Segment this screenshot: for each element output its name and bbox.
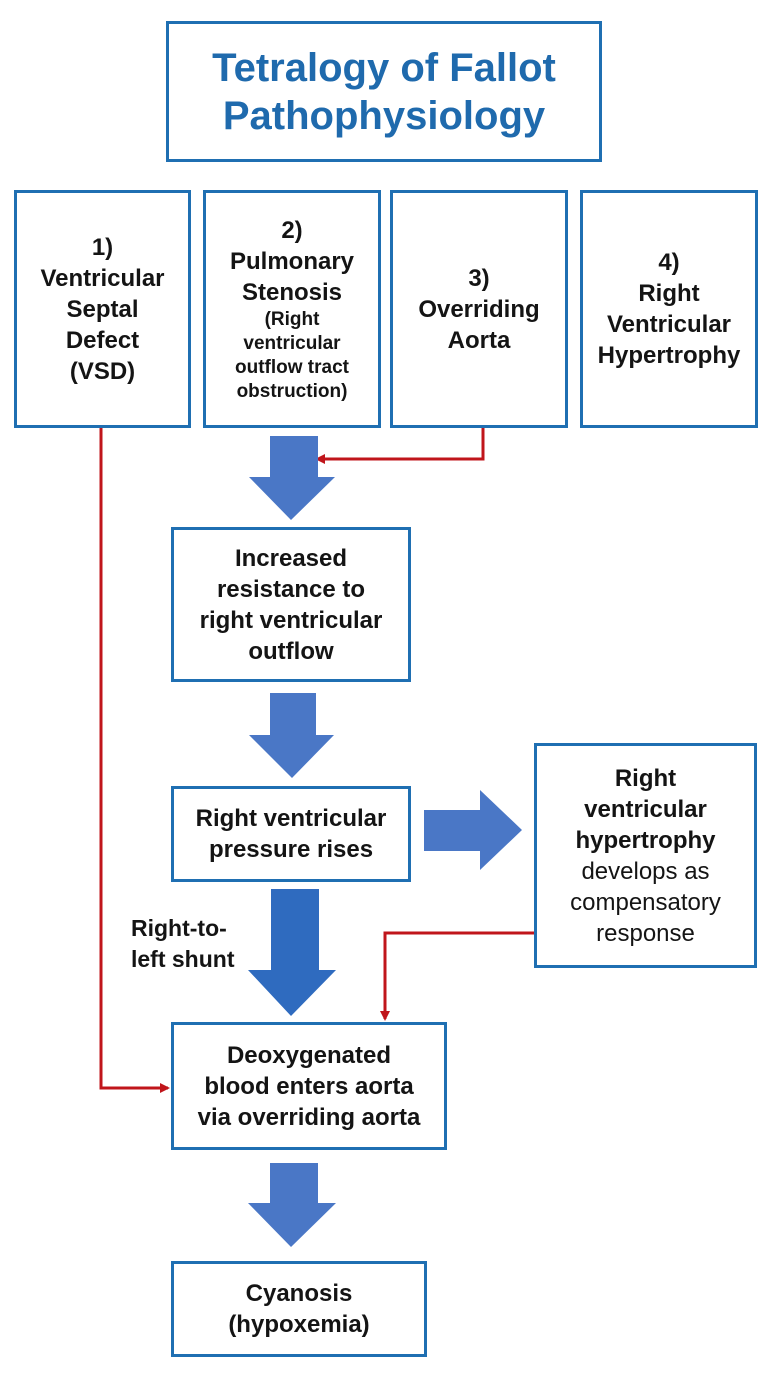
defect-label-line: Aorta bbox=[447, 326, 511, 354]
shunt-label-line: left shunt bbox=[131, 946, 235, 972]
flow-line: outflow bbox=[248, 637, 334, 665]
defect-label-line: Right bbox=[638, 280, 700, 307]
shunt-label-line: Right-to- bbox=[131, 915, 227, 941]
increased-resistance-box: Increased resistance to right ventricula… bbox=[171, 527, 411, 682]
right-to-left-shunt-label: Right-to- left shunt bbox=[131, 913, 235, 975]
deoxygenated-blood-box: Deoxygenated blood enters aorta via over… bbox=[171, 1022, 447, 1150]
defect-label-line: Overriding bbox=[418, 295, 540, 323]
flow-line: response bbox=[596, 919, 695, 947]
flow-line: Increased bbox=[234, 544, 348, 572]
defect-label-line: Ventricular bbox=[40, 264, 165, 292]
flow-line: (hypoxemia) bbox=[228, 1311, 370, 1338]
aorta-to-arrow-connector bbox=[315, 428, 485, 464]
flow-line: hypertrophy bbox=[575, 826, 716, 854]
defect-sub-line: (Right bbox=[264, 308, 320, 330]
defect-sub-line: ventricular bbox=[243, 332, 341, 354]
flow-line: compensatory bbox=[570, 888, 721, 916]
defect-number: 3) bbox=[468, 264, 490, 292]
defect-label-line: (VSD) bbox=[69, 357, 136, 385]
defect-vsd-box: 1) Ventricular Septal Defect (VSD) bbox=[14, 190, 191, 428]
defect-label-line: Hypertrophy bbox=[597, 342, 741, 369]
flow-line: Deoxygenated bbox=[226, 1041, 392, 1069]
defect-label-line: Stenosis bbox=[241, 278, 343, 306]
flow-line: develops as bbox=[581, 857, 710, 885]
hypertrophy-to-deoxygenated-connector bbox=[380, 931, 534, 1021]
defect-overriding-aorta-box: 3) Overriding Aorta bbox=[390, 190, 568, 428]
flow-line: blood enters aorta bbox=[204, 1072, 414, 1100]
flow-line: Cyanosis bbox=[245, 1280, 353, 1307]
title-line-2: Pathophysiology bbox=[222, 93, 546, 138]
defect-number: 4) bbox=[658, 249, 680, 276]
defect-number: 2) bbox=[281, 216, 303, 244]
defect-label-line: Septal bbox=[66, 295, 139, 323]
vsd-to-deoxygenated-connector bbox=[99, 428, 170, 1093]
flow-line: via overriding aorta bbox=[197, 1103, 421, 1131]
down-arrow-2 bbox=[249, 693, 334, 778]
hypertrophy-compensatory-box: Right ventricular hypertrophy develops a… bbox=[534, 743, 757, 968]
defect-label-line: Ventricular bbox=[606, 311, 732, 338]
flow-line: ventricular bbox=[584, 795, 707, 823]
flow-line: right ventricular bbox=[199, 606, 383, 634]
flow-line: pressure rises bbox=[208, 836, 374, 863]
pressure-rises-box: Right ventricular pressure rises bbox=[171, 786, 411, 882]
title-line-1: Tetralogy of Fallot bbox=[212, 45, 556, 90]
defect-rv-hypertrophy-box: 4) Right Ventricular Hypertrophy bbox=[580, 190, 758, 428]
cyanosis-box: Cyanosis (hypoxemia) bbox=[171, 1261, 427, 1357]
defect-sub-line: outflow tract bbox=[235, 356, 349, 378]
defect-label-line: Pulmonary bbox=[229, 247, 355, 275]
defect-pulmonary-stenosis-box: 2) Pulmonary Stenosis (Right ventricular… bbox=[203, 190, 381, 428]
defect-label-line: Defect bbox=[65, 326, 140, 354]
flow-line: Right bbox=[614, 764, 677, 792]
right-arrow-hypertrophy bbox=[424, 790, 522, 870]
right-to-left-shunt-arrow bbox=[248, 889, 336, 1016]
title-box: Tetralogy of Fallot Pathophysiology bbox=[166, 21, 602, 162]
down-arrow-1 bbox=[249, 436, 335, 520]
down-arrow-3 bbox=[248, 1163, 336, 1247]
defect-number: 1) bbox=[91, 233, 114, 261]
defect-sub-line: obstruction) bbox=[236, 380, 348, 402]
flow-line: resistance to bbox=[216, 575, 366, 603]
flow-line: Right ventricular bbox=[195, 805, 387, 832]
